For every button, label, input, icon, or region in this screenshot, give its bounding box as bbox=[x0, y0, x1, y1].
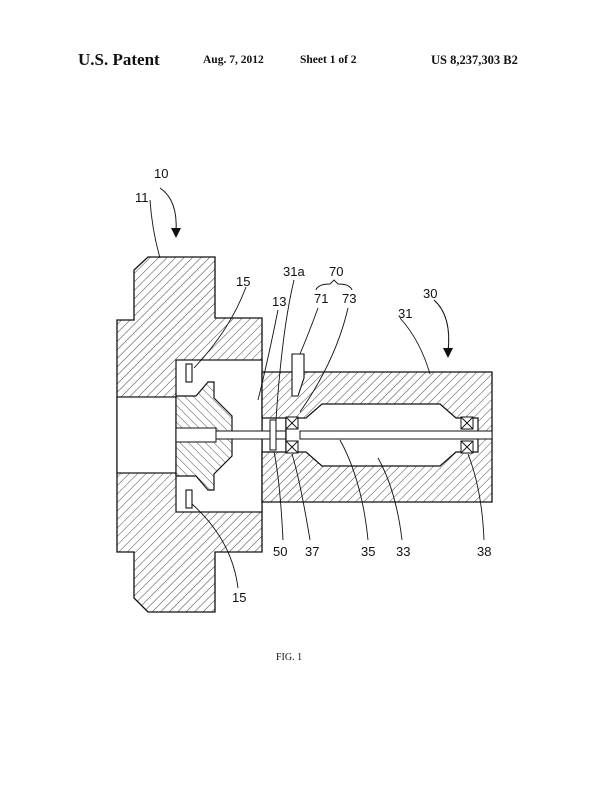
nozzle-71 bbox=[291, 353, 305, 397]
label-10: 10 bbox=[154, 166, 168, 181]
blade-15-bottom bbox=[185, 489, 193, 509]
housing-bore bbox=[116, 396, 178, 474]
brace-70 bbox=[315, 279, 353, 291]
label-13: 13 bbox=[272, 294, 286, 309]
patent-title: U.S. Patent bbox=[78, 50, 160, 69]
label-15-top: 15 bbox=[236, 274, 250, 289]
blade-15-top bbox=[185, 363, 193, 383]
label-50: 50 bbox=[273, 544, 287, 559]
patent-number: US 8,237,303 B2 bbox=[431, 53, 518, 67]
label-71: 71 bbox=[314, 291, 328, 306]
shaft-inner bbox=[299, 430, 493, 440]
label-31: 31 bbox=[398, 306, 412, 321]
label-31a: 31a bbox=[283, 264, 305, 279]
sheet-number: Sheet 1 of 2 bbox=[300, 54, 357, 66]
label-70: 70 bbox=[329, 264, 343, 279]
seal-50 bbox=[269, 419, 277, 451]
patent-date: Aug. 7, 2012 bbox=[203, 54, 264, 66]
leader-lines bbox=[149, 199, 485, 589]
arrow-30 bbox=[433, 299, 450, 353]
label-73: 73 bbox=[342, 291, 356, 306]
bearing-38-top bbox=[460, 416, 474, 430]
bearing-38-bottom bbox=[460, 440, 474, 454]
impeller-hub bbox=[175, 427, 217, 443]
figure-caption: FIG. 1 bbox=[276, 652, 302, 663]
label-35: 35 bbox=[361, 544, 375, 559]
arrow-10 bbox=[159, 187, 177, 233]
label-33: 33 bbox=[396, 544, 410, 559]
label-37: 37 bbox=[305, 544, 319, 559]
arrow-30-head bbox=[443, 348, 453, 358]
label-30: 30 bbox=[423, 286, 437, 301]
label-15-bottom: 15 bbox=[232, 590, 246, 605]
bearing-37-top bbox=[285, 416, 299, 430]
label-11: 11 bbox=[135, 190, 149, 205]
label-38: 38 bbox=[477, 544, 491, 559]
bearing-37-bottom bbox=[285, 440, 299, 454]
arrow-10-head bbox=[171, 228, 181, 238]
